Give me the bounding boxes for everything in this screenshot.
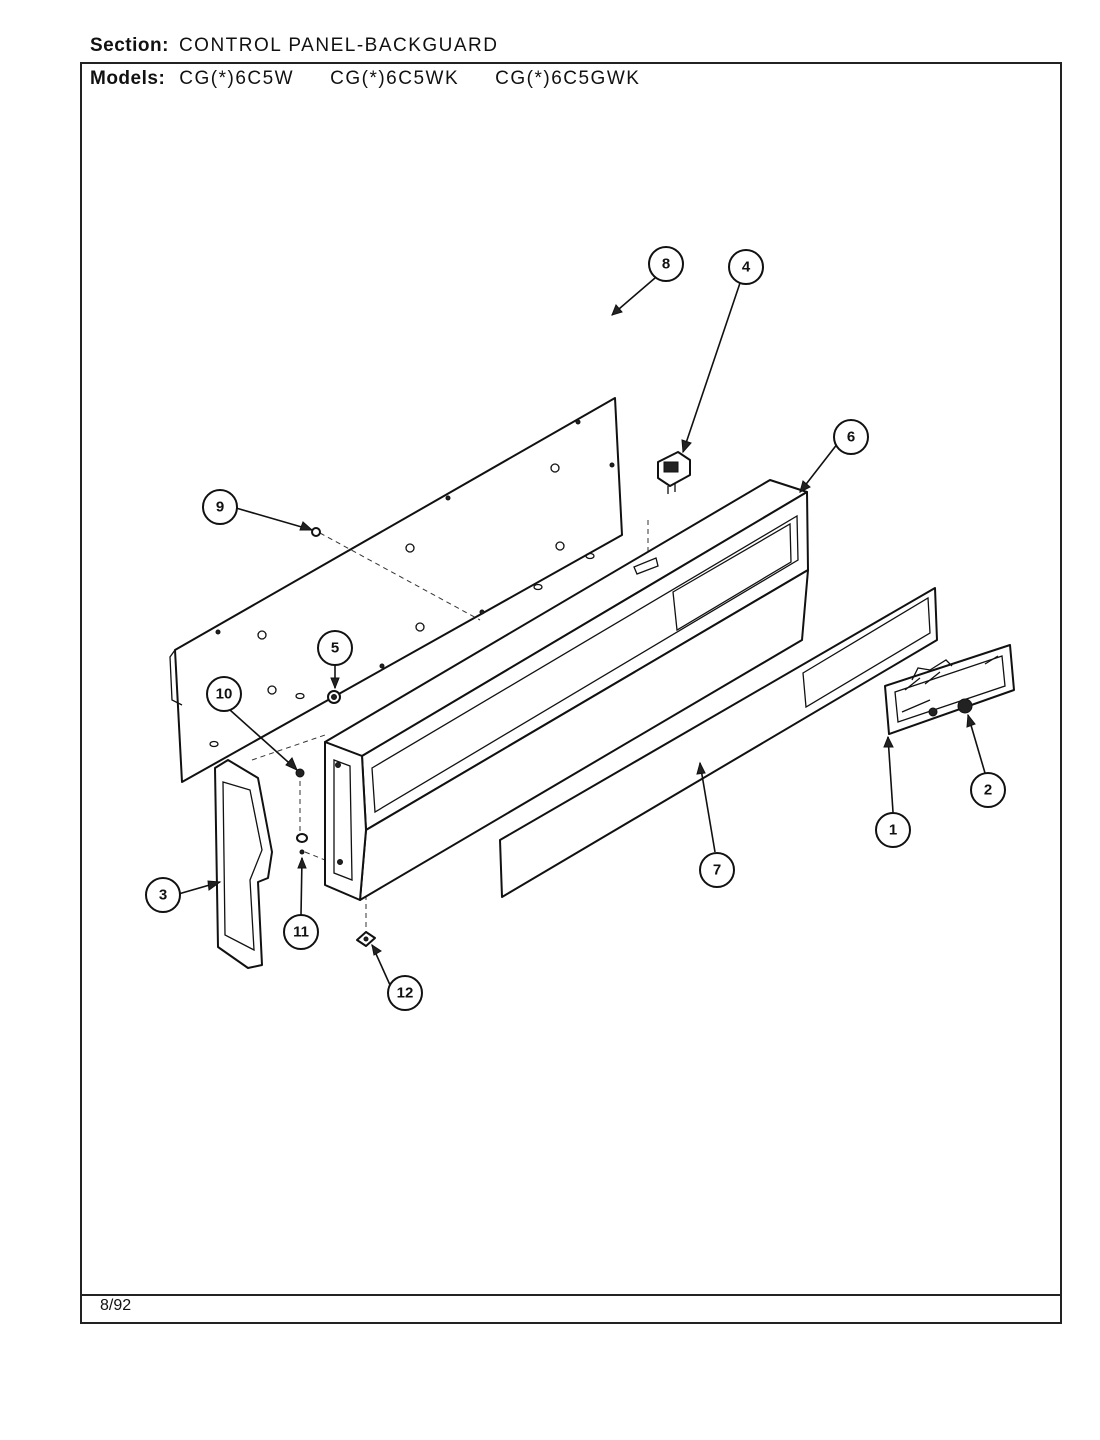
callout-7: 7	[699, 852, 735, 888]
callout-3: 3	[145, 877, 181, 913]
overlay-panel-part-7	[499, 587, 938, 898]
callout-1: 1	[875, 812, 911, 848]
model-number-3: CG(*)6C5GWK	[495, 68, 641, 89]
callout-9-label: 9	[216, 499, 224, 516]
clip-part-12	[356, 931, 376, 947]
model-number-2: CG(*)6C5WK	[330, 68, 460, 89]
end-cap-part-3	[214, 759, 273, 969]
screw-part-9	[311, 527, 321, 537]
callout-11: 11	[283, 914, 319, 950]
callout-5-label: 5	[331, 640, 339, 657]
washer-part-11	[296, 833, 308, 855]
footer-divider	[80, 1294, 1062, 1296]
callout-10-label: 10	[216, 686, 233, 703]
leader-lines	[174, 277, 986, 986]
callout-10: 10	[206, 676, 242, 712]
callout-3-label: 3	[159, 887, 167, 904]
models-label: Models:	[90, 68, 166, 89]
callout-2: 2	[970, 772, 1006, 808]
callout-4-label: 4	[742, 259, 751, 276]
clock-module-part-1	[884, 644, 1015, 735]
knob-part-2	[957, 698, 973, 714]
section-heading: Section: CONTROL PANEL-BACKGUARD	[90, 35, 499, 57]
screw-part-10	[295, 768, 305, 778]
callout-1-label: 1	[889, 822, 897, 839]
date-code: 8/92	[100, 1297, 132, 1314]
switch-part-4	[657, 451, 691, 494]
rear-panel-part-8	[169, 397, 623, 783]
callout-6-label: 6	[847, 429, 855, 446]
callout-11-label: 11	[293, 924, 309, 941]
section-label: Section:	[90, 35, 169, 56]
callout-6: 6	[833, 419, 869, 455]
model-number-1: CG(*)6C5W	[179, 68, 295, 89]
callout-4: 4	[728, 249, 764, 285]
callout-8: 8	[648, 246, 684, 282]
callout-12-label: 12	[397, 985, 414, 1002]
nut-part-5	[327, 690, 341, 704]
models-heading: Models: CG(*)6C5W CG(*)6C5WK CG(*)6C5GWK	[90, 68, 662, 90]
control-panel-part-6	[324, 479, 809, 901]
callout-2-label: 2	[984, 782, 992, 799]
callout-9: 9	[202, 489, 238, 525]
drawing-frame	[80, 62, 1062, 1324]
callout-5: 5	[317, 630, 353, 666]
callout-12: 12	[387, 975, 423, 1011]
callout-7-label: 7	[713, 862, 721, 879]
callout-8-label: 8	[662, 256, 670, 273]
section-title: CONTROL PANEL-BACKGUARD	[178, 35, 499, 56]
